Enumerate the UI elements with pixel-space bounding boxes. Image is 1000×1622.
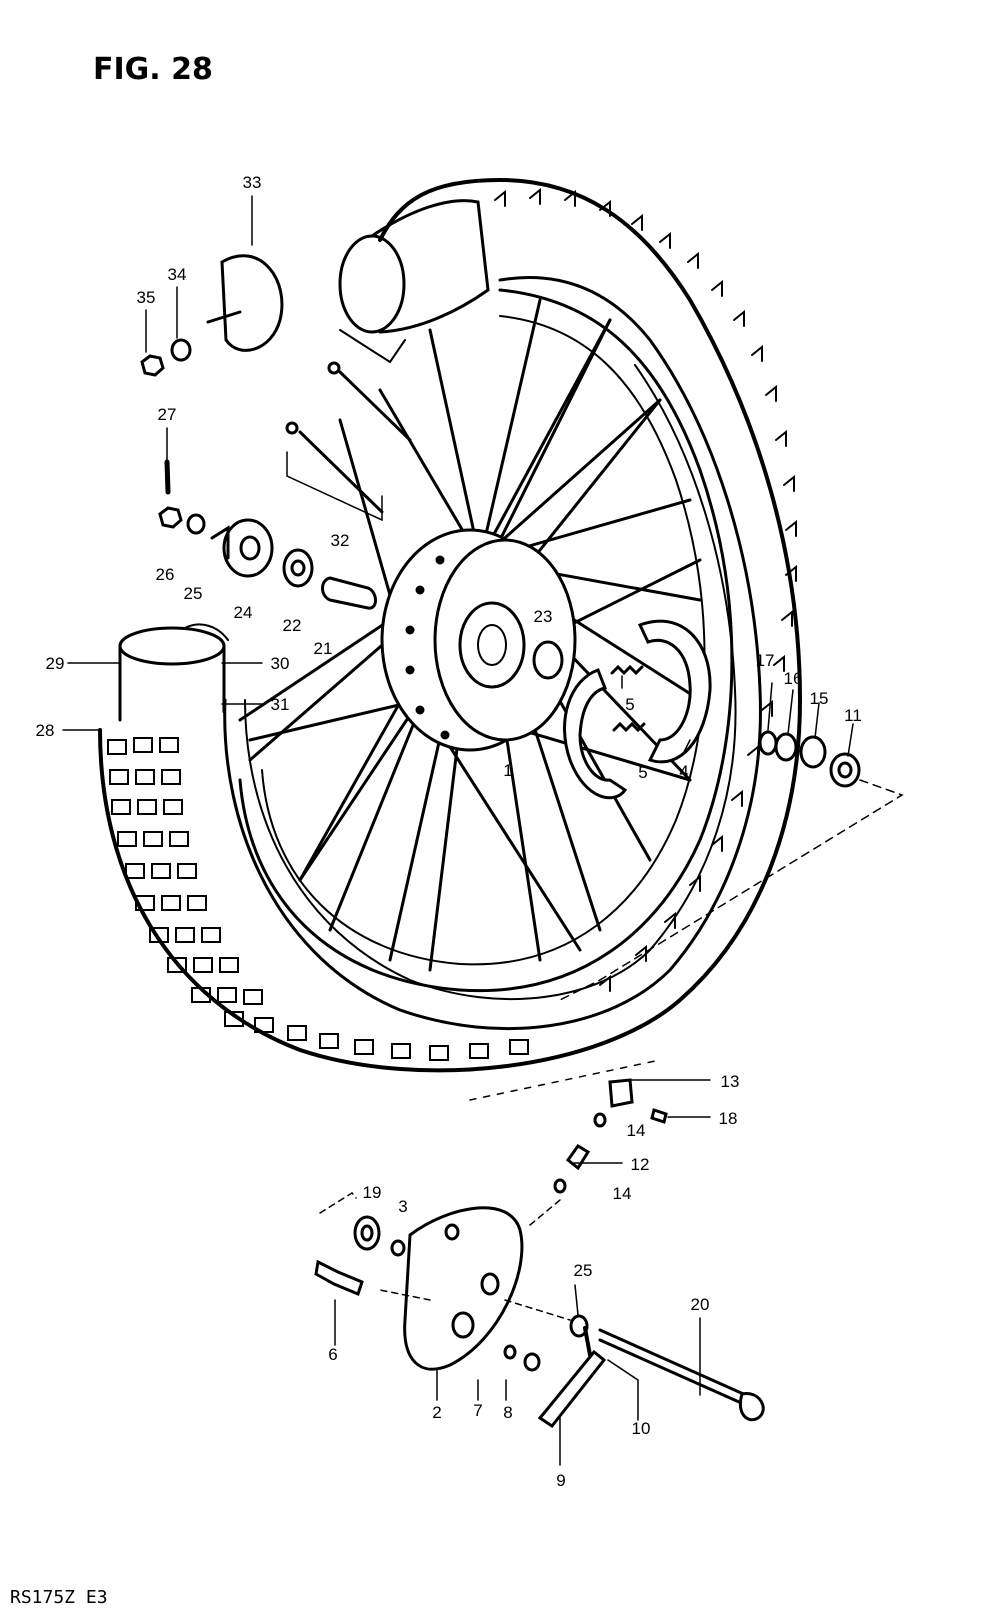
left-side-parts <box>158 459 377 610</box>
hub-drawing <box>380 528 577 752</box>
callout-3: 3 <box>398 1197 407 1216</box>
callout-26: 26 <box>156 565 175 584</box>
callout-30: 30 <box>271 654 290 673</box>
callout-5-upper: 5 <box>625 695 634 714</box>
callout-10: 10 <box>632 1419 651 1438</box>
callout-28: 28 <box>36 721 55 740</box>
callout-35: 35 <box>137 288 156 307</box>
callout-33: 33 <box>243 173 262 192</box>
callout-2: 2 <box>432 1403 441 1422</box>
brake-lever <box>503 1314 607 1429</box>
brake-panel <box>403 1206 524 1371</box>
callout-29: 29 <box>46 654 65 673</box>
callout-31: 31 <box>271 695 290 714</box>
callout-24: 24 <box>234 603 253 622</box>
tube-cutaway <box>118 623 229 722</box>
spoke-nipples <box>285 361 412 522</box>
axle-side-spacers <box>758 730 861 788</box>
callout-labels: 33 34 35 27 32 26 25 24 22 21 23 29 30 2… <box>36 173 862 1490</box>
brake-panel-hardware <box>314 1078 668 1297</box>
callout-22: 22 <box>283 616 302 635</box>
callout-7: 7 <box>473 1401 482 1420</box>
callout-16: 16 <box>784 669 803 688</box>
callout-14-upper: 14 <box>627 1121 646 1140</box>
callout-6: 6 <box>328 1345 337 1364</box>
callout-32: 32 <box>331 531 350 550</box>
callout-11: 11 <box>844 706 862 725</box>
leader-lines <box>62 195 904 1466</box>
callout-21: 21 <box>314 639 333 658</box>
callout-12: 12 <box>631 1155 650 1174</box>
callout-8: 8 <box>503 1403 512 1422</box>
callout-27: 27 <box>158 405 177 424</box>
model-code: RS175Z E3 <box>10 1587 108 1608</box>
callout-15: 15 <box>810 689 829 708</box>
callout-34: 34 <box>168 265 187 284</box>
figure-title: FIG. 28 <box>93 52 213 87</box>
callout-4: 4 <box>679 762 688 781</box>
sprocket-carrier <box>140 254 284 377</box>
callout-20: 20 <box>691 1295 710 1314</box>
callout-1: 1 <box>503 761 512 780</box>
callout-25-upper: 25 <box>184 584 203 603</box>
rim-drawing <box>238 288 734 993</box>
callout-19: 19 <box>363 1183 382 1202</box>
callout-18: 18 <box>719 1109 738 1128</box>
callout-17: 17 <box>756 651 775 670</box>
brake-shoes <box>563 619 712 800</box>
callout-9: 9 <box>556 1471 565 1490</box>
callout-23: 23 <box>534 607 553 626</box>
callout-13: 13 <box>721 1072 740 1091</box>
callout-14-lower: 14 <box>613 1184 632 1203</box>
axle-drawing <box>598 1328 765 1422</box>
tube-upper-end <box>338 199 490 364</box>
callout-25-lower: 25 <box>574 1261 593 1280</box>
callout-5-lower: 5 <box>638 763 647 782</box>
